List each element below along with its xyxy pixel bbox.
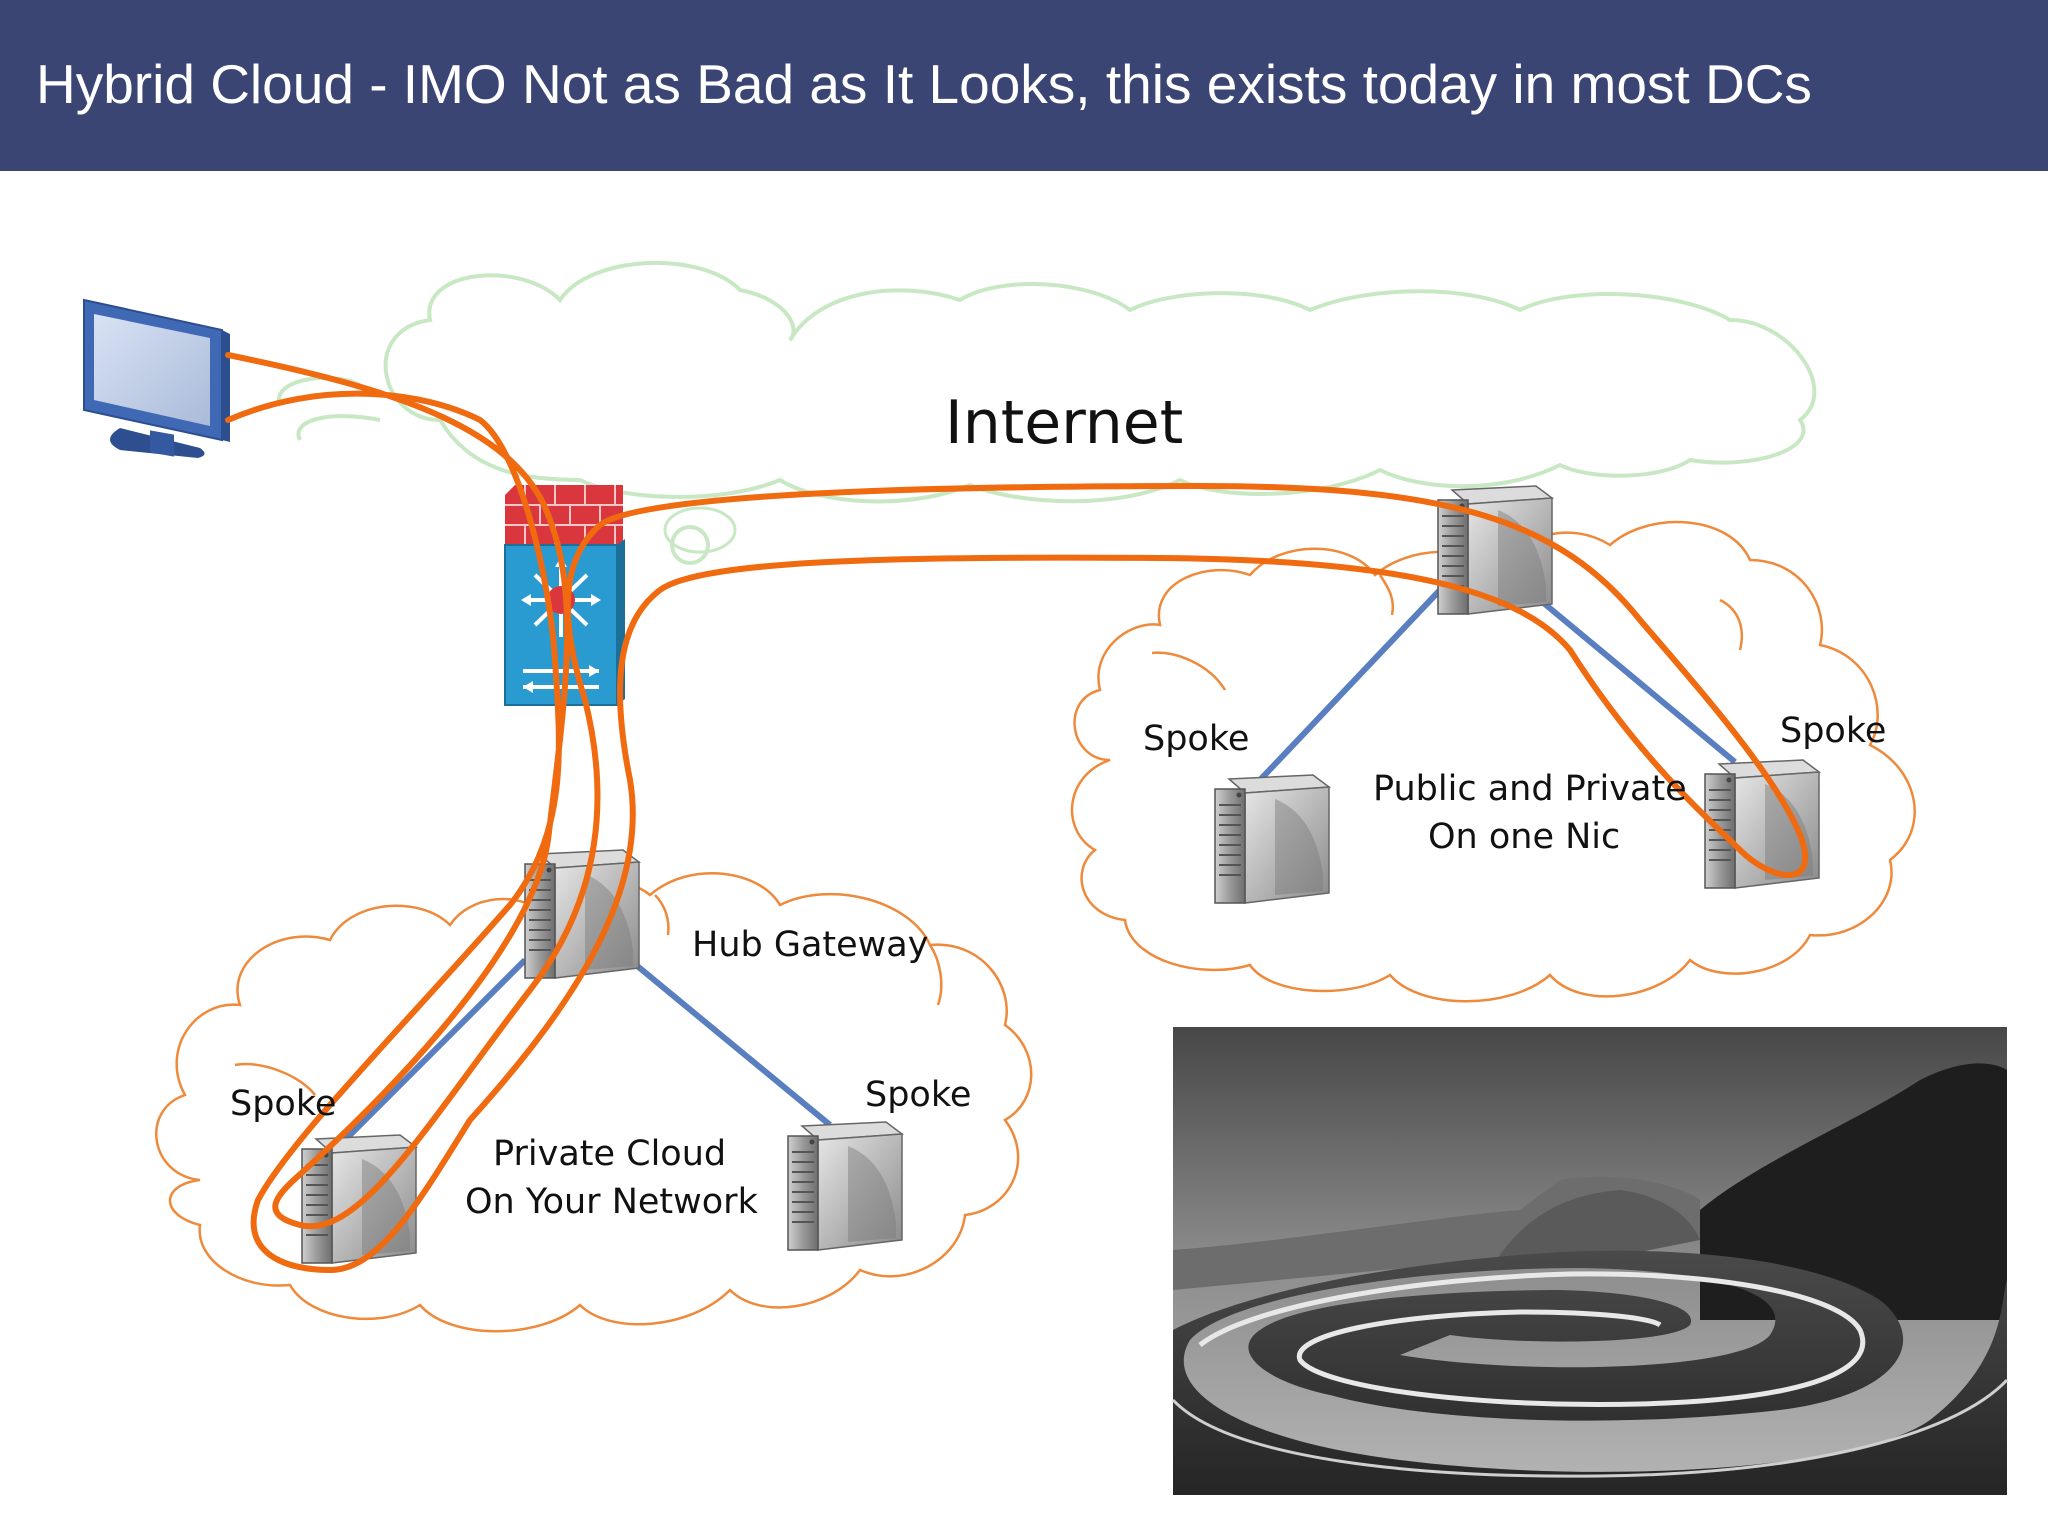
public-cloud-label-line1: Public and Private (1373, 769, 1687, 809)
internet-label: Internet (945, 388, 1183, 458)
spoke-label-public-right: Spoke (1780, 711, 1886, 751)
spoke-label-private-right: Spoke (865, 1075, 971, 1115)
spoke-label-private-left: Spoke (230, 1084, 336, 1124)
public-cloud (1070, 520, 1916, 1003)
private-spoke-server-right-icon (787, 1121, 903, 1251)
slide-title: Hybrid Cloud - IMO Not as Bad as It Look… (36, 53, 1812, 115)
monitor-icon (83, 298, 230, 458)
road-photo (1171, 1027, 2009, 1495)
private-cloud-label-line1: Private Cloud (493, 1134, 726, 1174)
public-cloud-label-line2: On one Nic (1428, 817, 1620, 857)
traffic-path (225, 352, 1809, 1274)
hub-gateway-label: Hub Gateway (692, 925, 928, 965)
private-cloud-label-line2: On Your Network (465, 1182, 759, 1222)
public-spoke-server-left-icon (1214, 774, 1330, 904)
spoke-label-public-left: Spoke (1143, 719, 1249, 759)
network-links (342, 587, 1737, 1143)
title-bar: Hybrid Cloud - IMO Not as Bad as It Look… (0, 0, 2048, 171)
private-cloud (155, 872, 1033, 1333)
